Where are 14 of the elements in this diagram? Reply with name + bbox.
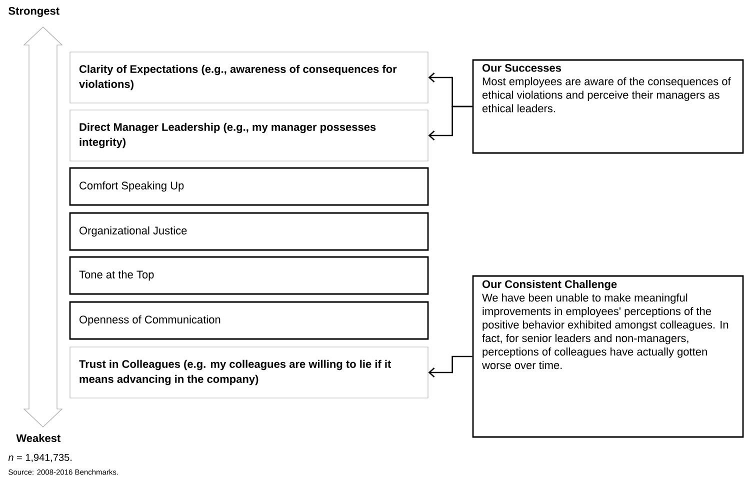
factor-box: Comfort Speaking Up bbox=[69, 167, 429, 206]
callout-box: Our Successes Most employees are aware of the consequences of ethical violations and perceive their managers as ethical leaders. bbox=[472, 59, 744, 154]
factor-box: Trust in Colleagues (e.g. my colleagues are willing to lie if it means advancing in the company) bbox=[70, 346, 428, 398]
factor-box: Organizational Justice bbox=[69, 212, 429, 251]
factor-box: Openness of Communication bbox=[69, 301, 429, 340]
axis-label: Weakest bbox=[16, 434, 60, 442]
axis-label: Strongest bbox=[8, 7, 60, 18]
factor-box: Tone at the Top bbox=[69, 256, 429, 295]
callout-box: Our Consistent Challenge We have been unable to make meaningful improvements in employees' perceptions of the positive behavior exhibited amongst colleagues. In fact, for senior leaders and non-managers, perceptions of colleagues have actually gotten worse over time. bbox=[472, 275, 744, 438]
factor-box: Clarity of Expectations (e.g., awareness of consequences for violations) bbox=[70, 52, 428, 104]
arrow bbox=[428, 106, 472, 140]
sample-size-note: n = 1,941,735. bbox=[8, 454, 72, 462]
factor-box: Direct Manager Leadership (e.g., my manager possesses integrity) bbox=[70, 110, 428, 162]
arrow bbox=[428, 356, 472, 378]
